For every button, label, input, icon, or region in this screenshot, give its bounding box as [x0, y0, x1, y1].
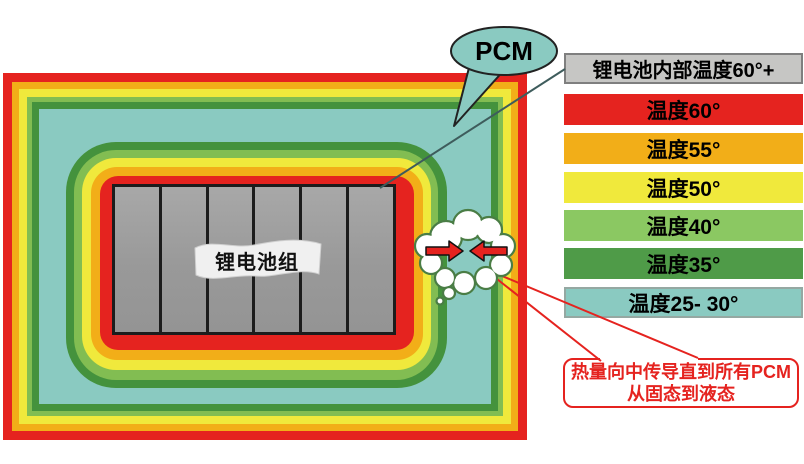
callout-line2: 从固态到液态 — [627, 384, 735, 404]
heat-conduction-callout: 热量向中传导直到所有PCM 从固态到液态 — [563, 358, 799, 408]
battery-cell — [158, 187, 206, 332]
heat-thought-cloud — [413, 208, 517, 306]
callout-line1: 热量向中传导直到所有PCM — [571, 362, 791, 382]
callout-leader-line-left — [482, 267, 602, 362]
legend-label: 温度25- 30° — [628, 292, 739, 316]
legend-item-25-30deg: 温度25- 30° — [564, 287, 803, 318]
pcm-bubble-ellipse — [450, 26, 558, 76]
heat-arrow-left-icon — [469, 240, 508, 262]
battery-pack-label: 锂电池组 — [215, 252, 299, 274]
battery-label-ribbon — [194, 239, 322, 279]
heat-arrow-right-icon — [425, 240, 464, 262]
legend-label: 温度35° — [646, 253, 721, 277]
leader-line-internal-temp — [379, 68, 566, 189]
legend-item-35deg: 温度35° — [564, 248, 803, 279]
callout-leader-line-right — [482, 267, 699, 359]
battery-cell — [346, 187, 393, 332]
callout-tail-gap — [600, 355, 698, 361]
legend-label: 锂电池内部温度60°+ — [592, 60, 775, 82]
legend-label: 温度40° — [646, 215, 721, 239]
pcm-speech-bubble: PCM — [450, 26, 558, 127]
legend-item-battery-internal-60plus: 锂电池内部温度60°+ — [564, 53, 803, 84]
legend-item-60deg: 温度60° — [564, 94, 803, 125]
legend-item-40deg: 温度40° — [564, 210, 803, 241]
legend-label: 温度50° — [646, 177, 721, 201]
pcm-label: PCM — [475, 36, 533, 66]
legend-label: 温度55° — [646, 138, 721, 162]
legend-item-50deg: 温度50° — [564, 172, 803, 203]
legend-item-55deg: 温度55° — [564, 133, 803, 164]
legend-label: 温度60° — [646, 99, 721, 123]
